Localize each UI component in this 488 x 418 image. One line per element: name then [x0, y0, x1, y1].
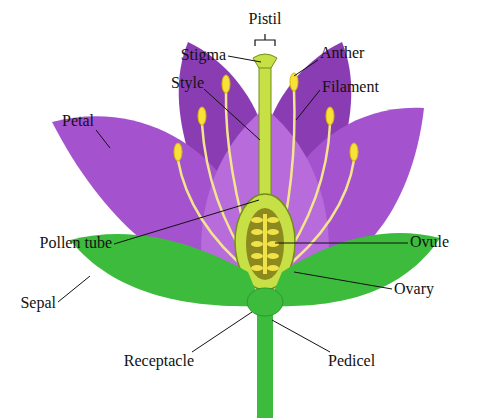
pedicel-stem [257, 300, 273, 418]
ovary-cavity [246, 208, 284, 280]
ovules [251, 214, 279, 274]
part-label: Style [171, 74, 204, 92]
receptacle [247, 288, 283, 316]
part-label: Ovary [394, 280, 434, 298]
part-label: Sepal [20, 294, 56, 312]
leader-lines [58, 56, 408, 352]
part-label: Pedicel [328, 352, 375, 370]
part-label: Petal [62, 112, 94, 130]
pistil-bracket [255, 34, 275, 46]
part-label: Receptacle [124, 352, 194, 370]
part-label: Anther [320, 44, 364, 62]
style [259, 64, 271, 204]
part-label: Pistil [249, 10, 282, 28]
part-label: Stigma [181, 46, 226, 64]
part-label: Filament [322, 78, 379, 96]
part-label: Ovule [410, 233, 449, 251]
part-label: Pollen tube [40, 234, 112, 252]
